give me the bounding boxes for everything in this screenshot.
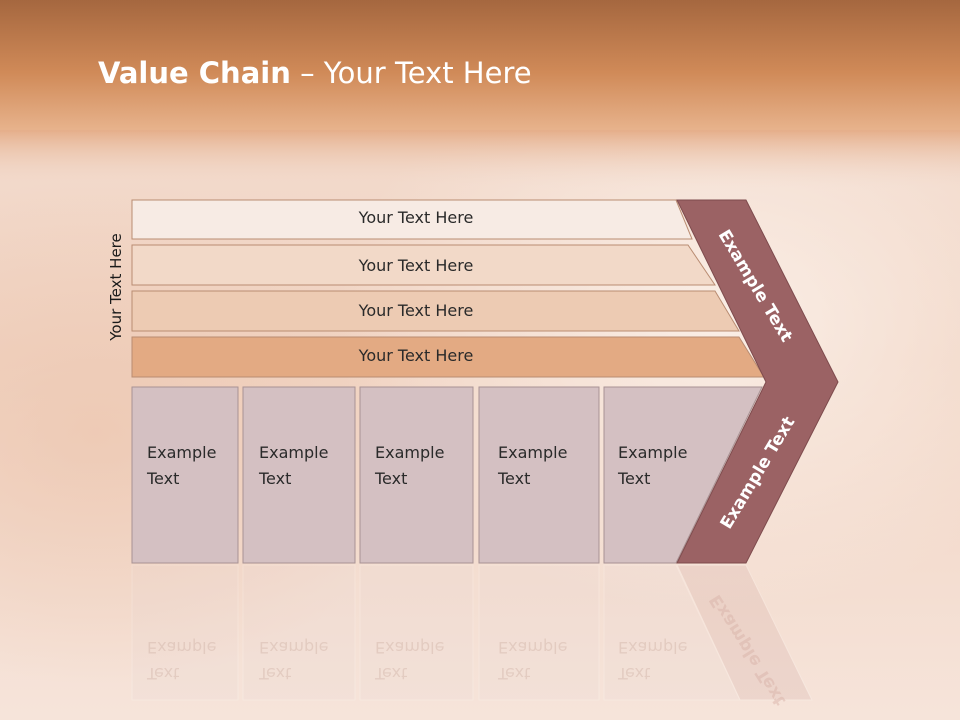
row-label-2: Your Text Here: [358, 256, 474, 275]
box-reflection-shape-2: [242, 564, 356, 701]
box-reflection-shape-4: [478, 564, 600, 701]
row-label-4: Your Text Here: [358, 346, 474, 365]
chevron-reflection-shape: [676, 564, 813, 701]
title-bold: Value Chain: [98, 56, 291, 90]
activity-box-1: [131, 386, 239, 564]
row-bar-2: [131, 244, 716, 286]
activity-box-4: [478, 386, 600, 564]
row-bar-1: [131, 199, 693, 240]
row-label-1: Your Text Here: [358, 208, 474, 227]
activity-box-3: [359, 386, 474, 564]
slide-title: Value Chain – Your Text Here: [98, 56, 532, 90]
chevron-arrow: [676, 199, 839, 564]
activity-box-5: [603, 386, 763, 564]
row-bar-3: [131, 290, 740, 332]
activity-box-2: [242, 386, 356, 564]
box-reflection-shape-3: [359, 564, 474, 701]
box-reflection-shape-1: [131, 564, 239, 701]
box-reflection-shape-5: [603, 564, 741, 701]
row-label-3: Your Text Here: [358, 301, 474, 320]
diagram-reflection: [131, 564, 813, 701]
title-rest: – Your Text Here: [290, 56, 532, 90]
